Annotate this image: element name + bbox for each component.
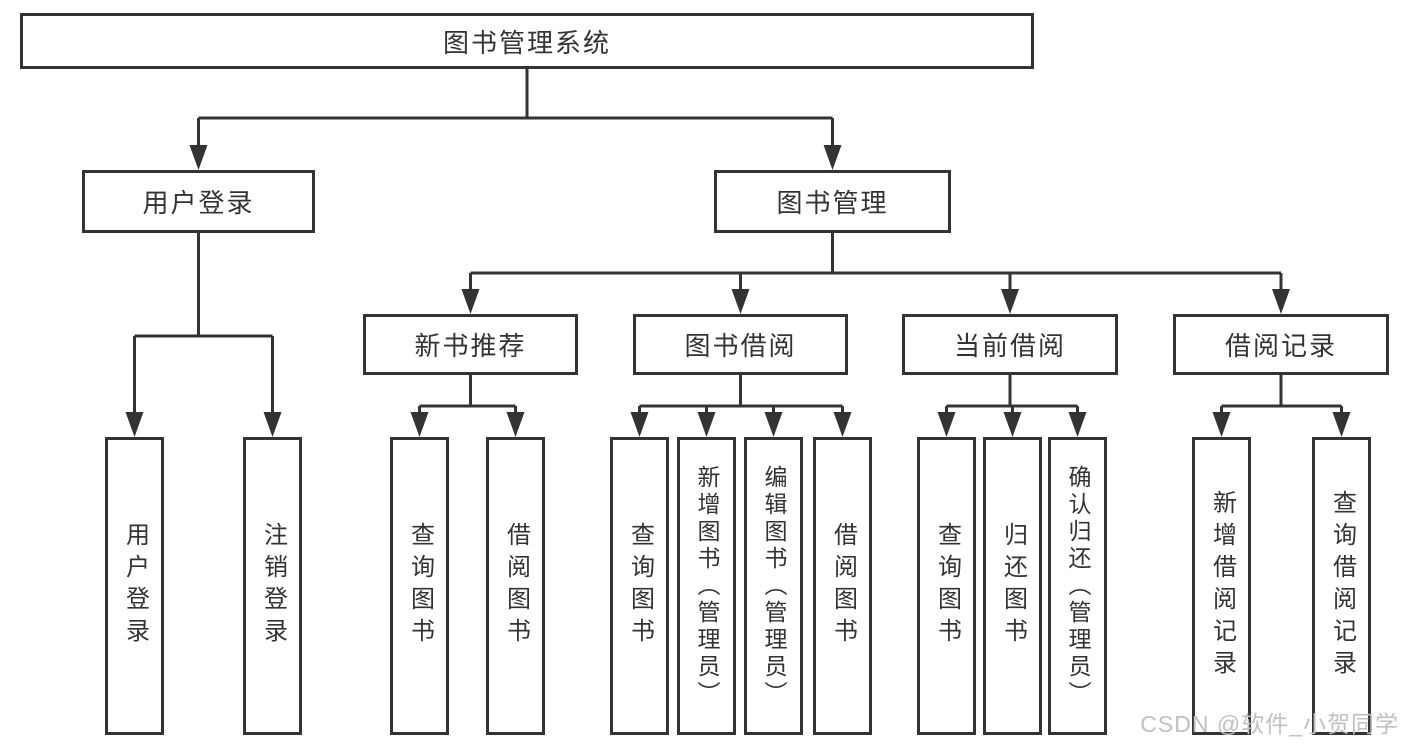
leaf-query-books-recommend: 查询图书 [390, 437, 449, 735]
leaf-query-books-current: 查询图书 [917, 437, 976, 735]
leaf-logout-label: 注销登录 [259, 522, 287, 650]
leaf-add-borrow-record-label: 新增借阅记录 [1208, 490, 1236, 682]
leaf-confirm-return-admin-label: 确认归还（管理员） [1065, 464, 1091, 708]
node-new-book-recommend: 新书推荐 [363, 314, 578, 375]
node-root: 图书管理系统 [20, 13, 1034, 69]
connector-current-borrow-branch [937, 375, 1087, 437]
leaf-query-borrow-record: 查询借阅记录 [1312, 437, 1371, 735]
leaf-add-book-admin-label: 新增图书（管理员） [694, 464, 720, 708]
node-user-login-label: 用户登录 [142, 188, 255, 218]
leaf-query-books-current-label: 查询图书 [933, 522, 961, 650]
node-book-borrow: 图书借阅 [633, 314, 848, 375]
leaf-add-borrow-record: 新增借阅记录 [1192, 437, 1251, 735]
leaf-borrow-books-recommend-label: 借阅图书 [502, 522, 530, 650]
node-borrow-records: 借阅记录 [1173, 314, 1389, 375]
node-borrow-records-label: 借阅记录 [1224, 331, 1337, 361]
node-root-label: 图书管理系统 [442, 27, 611, 58]
leaf-query-borrow-record-label: 查询借阅记录 [1328, 490, 1356, 682]
connector-new-book-recommend-branch [410, 375, 525, 437]
connector-user-login-branch [125, 233, 282, 437]
leaf-borrow-books-label: 借阅图书 [829, 522, 857, 650]
node-current-borrow-label: 当前借阅 [953, 331, 1066, 361]
leaf-user-login-label: 用户登录 [121, 522, 149, 650]
leaf-return-books: 归还图书 [983, 437, 1042, 735]
leaf-confirm-return-admin: 确认归还（管理员） [1048, 437, 1107, 735]
connector-root-to-level2 [189, 69, 842, 170]
leaf-user-login: 用户登录 [105, 437, 164, 735]
node-book-management-label: 图书管理 [776, 188, 889, 218]
connector-book-borrow-branch [630, 375, 852, 437]
node-book-management: 图书管理 [714, 170, 951, 233]
leaf-return-books-label: 归还图书 [999, 522, 1027, 650]
leaf-query-books-recommend-label: 查询图书 [406, 522, 434, 650]
leaf-logout: 注销登录 [243, 437, 302, 735]
node-book-borrow-label: 图书借阅 [684, 331, 797, 361]
node-user-login: 用户登录 [82, 170, 315, 233]
leaf-edit-book-admin-label: 编辑图书（管理员） [761, 464, 787, 708]
node-current-borrow: 当前借阅 [902, 314, 1118, 375]
leaf-add-book-admin: 新增图书（管理员） [677, 437, 736, 735]
leaf-borrow-books: 借阅图书 [813, 437, 872, 735]
leaf-query-books-borrow: 查询图书 [610, 437, 669, 735]
leaf-borrow-books-recommend: 借阅图书 [486, 437, 545, 735]
connector-borrow-records-branch [1212, 375, 1351, 437]
connector-book-management-branch [461, 233, 1290, 314]
node-new-book-recommend-label: 新书推荐 [414, 331, 527, 361]
watermark: CSDN @软件_小贺同学 [1140, 711, 1399, 737]
leaf-edit-book-admin: 编辑图书（管理员） [744, 437, 803, 735]
leaf-query-books-borrow-label: 查询图书 [626, 522, 654, 650]
